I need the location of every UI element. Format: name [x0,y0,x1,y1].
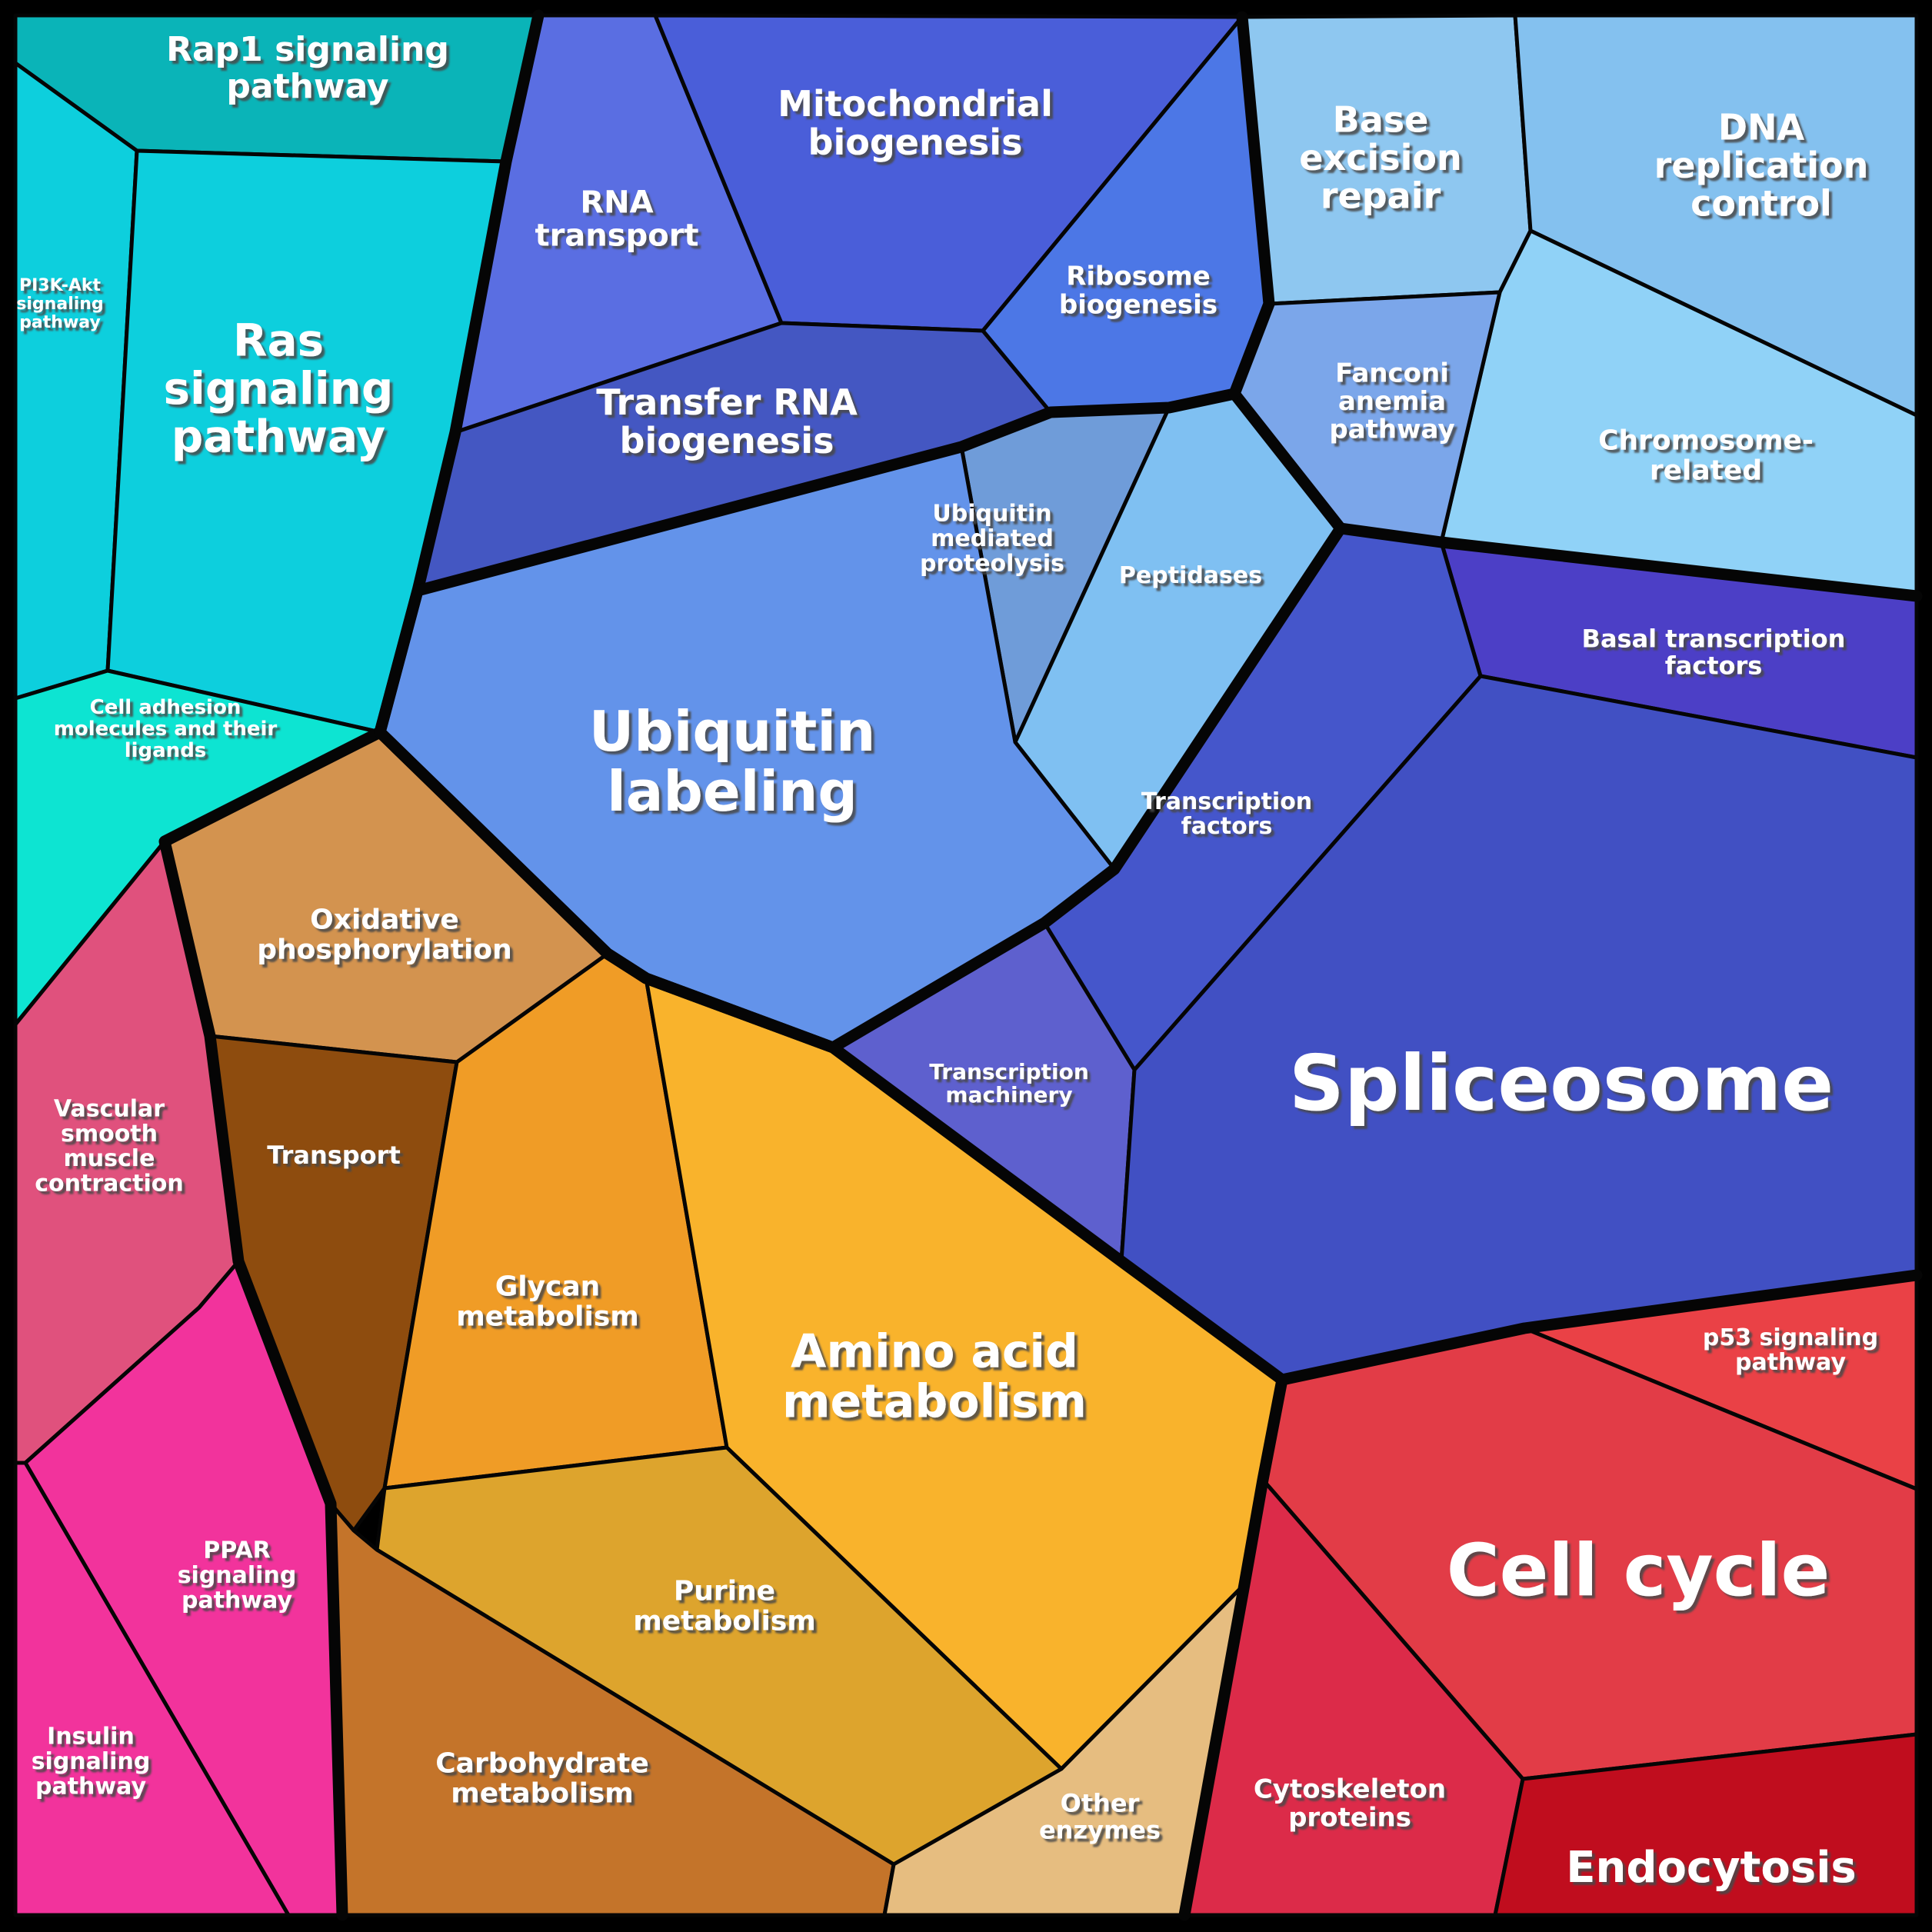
region-base-excision-repair[interactable] [1240,13,1533,306]
treemap-cells [13,13,1919,1917]
region-endocytosis[interactable] [1493,1732,1919,1917]
